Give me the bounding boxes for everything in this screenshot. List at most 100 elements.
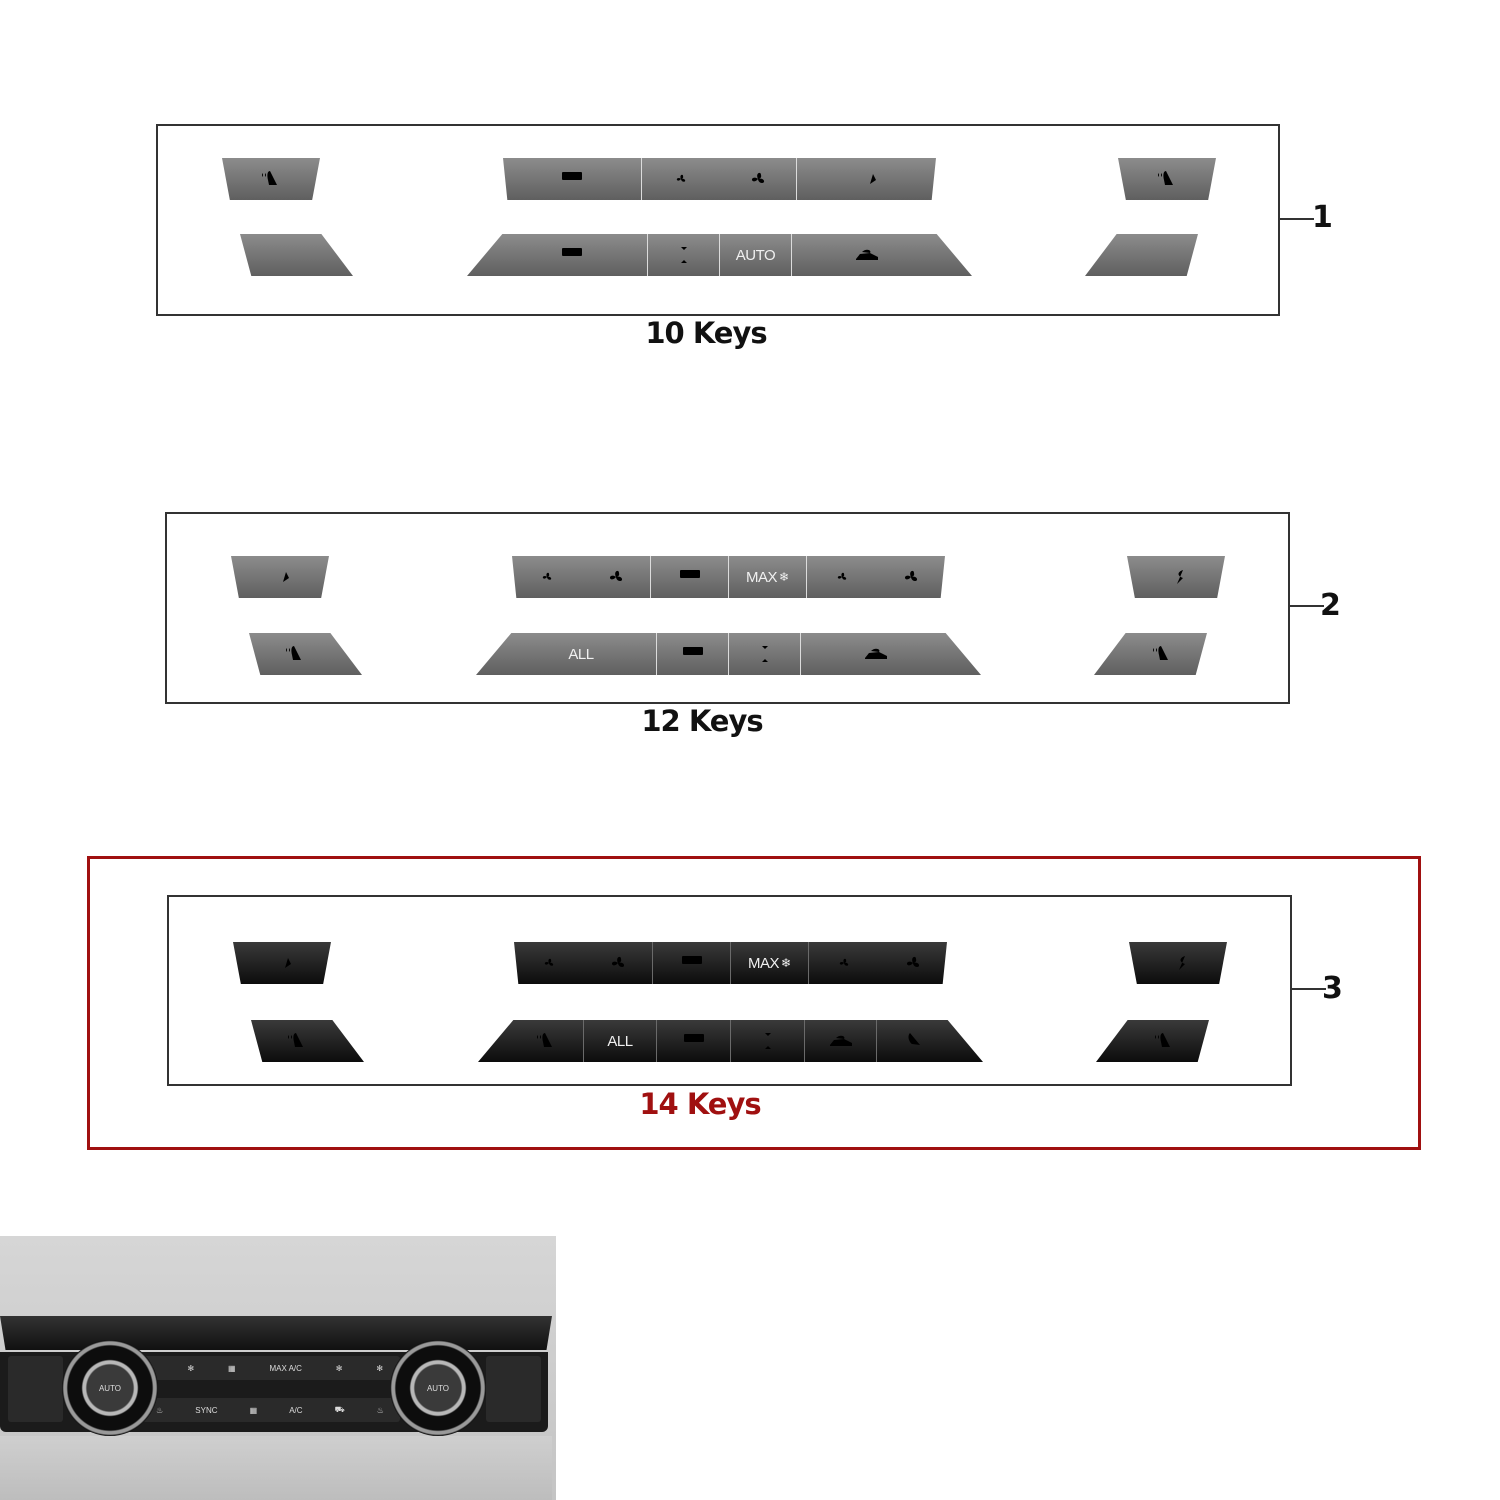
- photo-left-auto-label: AUTO: [98, 1383, 122, 1393]
- auto-recirculation-icon: [863, 643, 889, 665]
- photo-right-auto-label: AUTO: [426, 1383, 450, 1393]
- p3-front-defrost-key[interactable]: [653, 942, 730, 984]
- front-defrost-icon: [677, 566, 703, 588]
- photo-top-row: ✻ ✻ ▦ MAX A/C ✻ ✻: [130, 1356, 400, 1380]
- p1-top-center-keys: [503, 158, 936, 200]
- ac-snowflake-icon: [755, 1030, 781, 1052]
- photo-trim: [0, 1436, 552, 1500]
- p2-rear-defrost-key[interactable]: [657, 633, 728, 675]
- max-label: MAX: [747, 954, 780, 972]
- panel-1-leader: [1280, 218, 1314, 220]
- all-label: ALL: [568, 645, 594, 663]
- photo-bottom-row: ♨ SYNC ▦ A/C ⛟ ♨: [140, 1398, 400, 1422]
- panel-1-caption: 10 Keys: [645, 316, 767, 350]
- fan-large-icon: [745, 168, 771, 190]
- p1-fan-plus-key[interactable]: [719, 158, 796, 200]
- windshield-air-icon: [267, 566, 293, 588]
- p2-auto-recirculation-key[interactable]: [801, 633, 951, 675]
- p2-max-ac-key[interactable]: MAX❄: [729, 556, 806, 598]
- p1-recirculation-key[interactable]: [792, 234, 942, 276]
- p1-windshield-air-key[interactable]: [797, 158, 936, 200]
- seat-ventilation-icon: [902, 1030, 928, 1052]
- panel-3-leader: [1292, 988, 1326, 990]
- windshield-air-icon: [269, 952, 295, 974]
- p3-air-distribution-key[interactable]: [1129, 942, 1227, 984]
- panel-3-highlight-box: [87, 856, 1421, 1150]
- seat-heat-icon: [284, 1030, 310, 1052]
- p1-seat-heat-left-key[interactable]: [222, 158, 320, 200]
- p1-rear-window-key[interactable]: [497, 234, 647, 276]
- panel-1-frame: [156, 124, 1280, 316]
- photo-sync-label: SYNC: [195, 1405, 218, 1415]
- installed-panel-photo: ✻ ✻ ▦ MAX A/C ✻ ✻ ♨ SYNC ▦ A/C ⛟ ♨ AUTO …: [0, 1236, 556, 1500]
- p2-ac-key[interactable]: [729, 633, 800, 675]
- panel-1-callout: 1: [1312, 200, 1333, 235]
- photo-fan-icon: ✻: [335, 1363, 343, 1373]
- p2-right-fan-plus-key[interactable]: [876, 556, 945, 598]
- p1-seat-heat-right-key[interactable]: [1118, 158, 1216, 200]
- p3-bottom-center-keys: ALL: [478, 1020, 983, 1062]
- seat-heat-icon: [1151, 1030, 1177, 1052]
- panel-2-frame: [165, 512, 1290, 704]
- p3-max-ac-key[interactable]: MAX❄: [731, 942, 808, 984]
- panel-2-leader: [1290, 605, 1324, 607]
- fan-small-icon: [538, 566, 556, 588]
- rear-defrost-icon: [681, 1030, 707, 1052]
- p1-auto-key[interactable]: AUTO: [720, 234, 791, 276]
- p3-seat-ventilation-key[interactable]: [877, 1020, 953, 1062]
- seat-heat-icon: [1149, 643, 1175, 665]
- air-distribution-icon: [1163, 566, 1189, 588]
- windshield-air-icon: [854, 168, 880, 190]
- p2-all-key[interactable]: ALL: [506, 633, 656, 675]
- auto-recirculation-icon: [828, 1030, 854, 1052]
- photo-seat-icon: ♨: [156, 1405, 164, 1415]
- air-distribution-icon: [1165, 952, 1191, 974]
- fan-small-icon: [672, 168, 690, 190]
- photo-left-knob: AUTO: [62, 1340, 158, 1436]
- fan-large-icon: [603, 566, 629, 588]
- p3-right-fan-plus-key[interactable]: [878, 942, 947, 984]
- photo-defrost-icon: ▦: [228, 1363, 236, 1373]
- p3-windshield-air-key[interactable]: [233, 942, 331, 984]
- photo-defrost-icon: ▦: [249, 1405, 258, 1415]
- rear-defrost-icon: [559, 244, 585, 266]
- photo-right-side-keys: [486, 1356, 541, 1422]
- panel-3-caption: 14 Keys: [639, 1087, 761, 1121]
- p3-seat-heat-center-key[interactable]: [508, 1020, 583, 1062]
- panel-2-callout: 2: [1320, 588, 1341, 623]
- fan-small-icon: [540, 952, 558, 974]
- p3-rear-defrost-key[interactable]: [657, 1020, 730, 1062]
- p2-left-fan-minus-key[interactable]: [512, 556, 581, 598]
- p3-left-fan-minus-key[interactable]: [514, 942, 583, 984]
- fan-large-icon: [898, 566, 924, 588]
- max-label: MAX: [745, 568, 778, 586]
- snowflake-icon: ❄: [780, 956, 792, 970]
- p3-top-center-keys: MAX❄: [514, 942, 947, 984]
- fan-small-icon: [833, 566, 851, 588]
- p3-left-fan-plus-key[interactable]: [583, 942, 652, 984]
- p3-right-fan-minus-key[interactable]: [809, 942, 878, 984]
- p3-ac-key[interactable]: [731, 1020, 804, 1062]
- p3-auto-recirculation-key[interactable]: [805, 1020, 876, 1062]
- fan-large-icon: [900, 952, 926, 974]
- p1-rear-defrost-key[interactable]: [503, 158, 641, 200]
- rear-defrost-icon: [559, 168, 585, 190]
- p1-bottom-center-keys: AUTO: [467, 234, 972, 276]
- p1-ac-key[interactable]: [648, 234, 719, 276]
- ac-snowflake-icon: [752, 643, 778, 665]
- p2-front-defrost-key[interactable]: [651, 556, 728, 598]
- p2-top-center-keys: MAX❄: [512, 556, 945, 598]
- p1-fan-minus-key[interactable]: [642, 158, 719, 200]
- all-label: ALL: [607, 1032, 633, 1050]
- p3-all-key[interactable]: ALL: [584, 1020, 656, 1062]
- seat-heat-icon: [258, 168, 284, 190]
- p2-windshield-air-key[interactable]: [231, 556, 329, 598]
- panel-2-caption: 12 Keys: [641, 704, 763, 738]
- p2-left-fan-plus-key[interactable]: [581, 556, 650, 598]
- seat-heat-icon: [1154, 168, 1180, 190]
- fan-small-icon: [835, 952, 853, 974]
- p2-right-fan-minus-key[interactable]: [807, 556, 876, 598]
- photo-max-ac-label: MAX A/C: [269, 1363, 302, 1373]
- photo-fan-icon: ✻: [376, 1363, 384, 1373]
- p2-air-distribution-key[interactable]: [1127, 556, 1225, 598]
